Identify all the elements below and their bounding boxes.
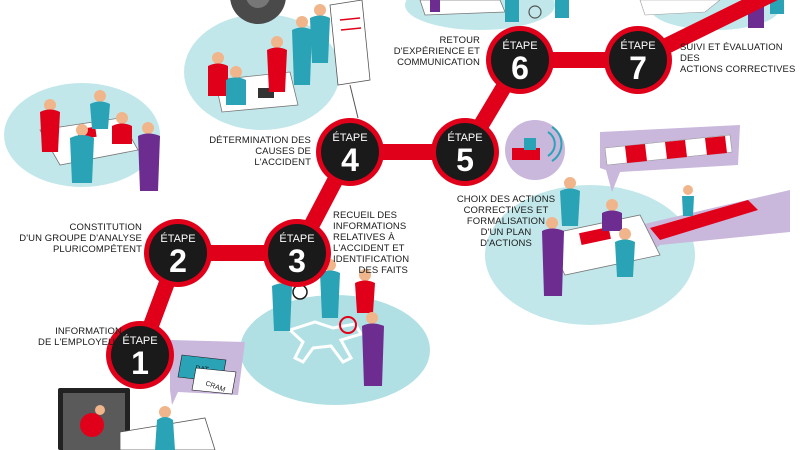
step-label-3: RECUEIL DES INFORMATIONS RELATIVES À L'A… (333, 210, 410, 276)
step-badge-disc (491, 31, 549, 89)
step-badge-word: ÉTAPE (502, 39, 537, 52)
scene-step2 (39, 90, 160, 191)
team-member-front (70, 135, 94, 183)
body-outline (287, 320, 364, 364)
investigator-right (355, 280, 375, 313)
step-badge-number: 7 (629, 50, 647, 86)
document-cram: CRAM (191, 367, 237, 395)
step-badge-word: ÉTAPE (332, 131, 367, 144)
step-badge-number: 1 (131, 345, 149, 381)
team-member-red (40, 109, 60, 152)
flip-chart (329, 0, 371, 86)
step-badge-word: ÉTAPE (620, 39, 655, 52)
step-badges: ÉTAPE1ÉTAPE2ÉTAPE3ÉTAPE4ÉTAPE5ÉTAPE6ÉTAP… (106, 26, 672, 389)
step-label-2: CONSTITUTION D'UN GROUPE D'ANALYSE PLURI… (19, 222, 142, 255)
step-label-6: RETOUR D'EXPÉRIENCE ET COMMUNICATION (393, 35, 480, 68)
magnifier-icon (292, 284, 308, 300)
step-label-7: SUIVI ET ÉVALUATION DES ACTIONS CORRECTI… (680, 42, 796, 75)
step-badge-disc (268, 224, 326, 282)
scene-step4 (208, 0, 371, 119)
step-badge-disc (609, 31, 667, 89)
bulldozer-icon (512, 148, 540, 160)
magnifier-icon-2 (339, 316, 357, 334)
laptop-icon (258, 88, 274, 98)
step-label-4: DÉTERMINATION DES CAUSES DE L'ACCIDENT (209, 135, 311, 168)
barrier-icon (604, 134, 733, 166)
step-badge-word: ÉTAPE (279, 232, 314, 245)
scene-step6 (419, 0, 569, 22)
step-badge-number: 5 (456, 142, 474, 178)
step-badge-number: 6 (511, 50, 529, 86)
team-member-purple (138, 133, 160, 191)
step-badge-disc (436, 123, 494, 181)
team-member-teal (90, 101, 110, 129)
step-badge-number: 2 (169, 243, 187, 279)
planner-standing (560, 188, 580, 226)
step-badge-number: 4 (341, 142, 359, 178)
planner-seated (602, 210, 622, 231)
wifi-icon (547, 131, 556, 157)
step-badge-number: 3 (288, 243, 306, 279)
planner-right (615, 239, 635, 277)
investigator-purple (362, 323, 384, 386)
step-label-5: CHOIX DES ACTIONS CORRECTIVES ET FORMALI… (456, 194, 556, 249)
step-badge-disc (111, 326, 169, 384)
employer-figure (155, 417, 175, 450)
step-badge-word: ÉTAPE (160, 232, 195, 245)
planner-purple (542, 228, 564, 296)
step-badge-word: ÉTAPE (122, 334, 157, 347)
scene-step1: DAT CRAM (58, 340, 245, 450)
team-member-seated (112, 123, 132, 144)
step-label-1: INFORMATION DE L'EMPLOYEUR (38, 326, 122, 348)
step-badge-disc (149, 224, 207, 282)
red-carpet (650, 200, 758, 240)
scene-step5 (505, 120, 790, 296)
investigator-left (272, 283, 292, 331)
wheelchair-icon (528, 5, 542, 19)
step-badge-disc (321, 123, 379, 181)
scene-step7 (639, 0, 784, 28)
gear-icon (230, 0, 286, 24)
investigator-center (320, 270, 340, 318)
step-badge-word: ÉTAPE (447, 131, 482, 144)
